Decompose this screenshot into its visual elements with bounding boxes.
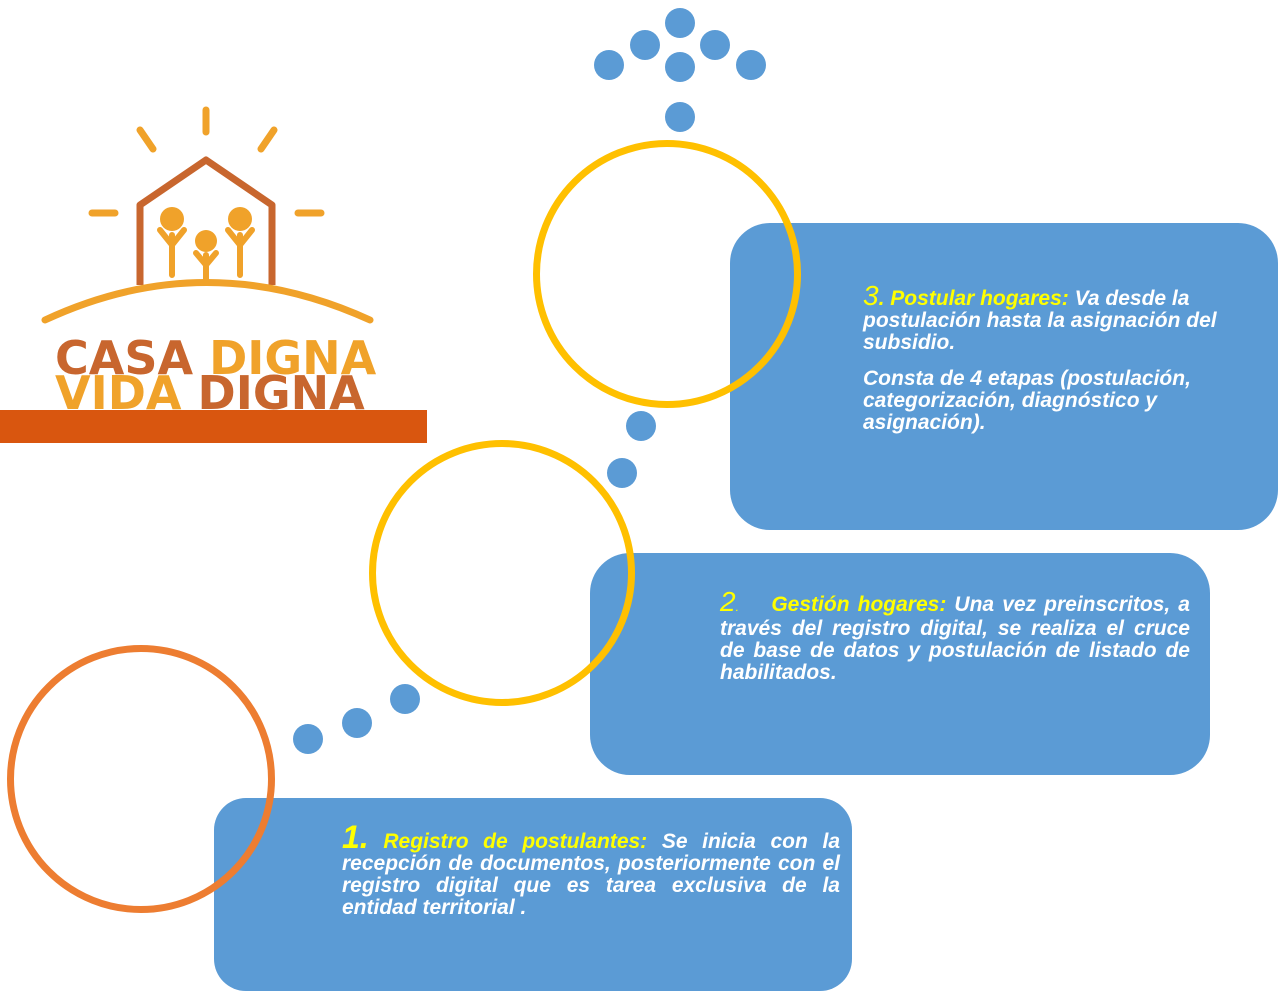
dot bbox=[607, 458, 637, 488]
dot bbox=[665, 8, 695, 38]
step-3-box: 3. Postular hogares: Va desde la postula… bbox=[730, 223, 1278, 530]
dot bbox=[342, 708, 372, 738]
logo-word-casa: CASA bbox=[55, 331, 194, 385]
logo-word-vida: VIDA bbox=[55, 366, 182, 420]
ring-step-1 bbox=[7, 645, 275, 913]
logo-word-digna-2: DIGNA bbox=[197, 366, 365, 420]
house-sun-logo-icon bbox=[41, 106, 374, 324]
step-1-title: Registro de postulantes bbox=[383, 830, 641, 853]
dot bbox=[700, 30, 730, 60]
dot bbox=[630, 30, 660, 60]
logo-word-digna-1: DIGNA bbox=[209, 331, 377, 385]
dot bbox=[626, 411, 656, 441]
ring-step-3 bbox=[533, 140, 801, 408]
step-1-number: 1. bbox=[342, 819, 369, 855]
ring-step-2 bbox=[369, 440, 635, 706]
step-2-box: 2. Gestión hogares: Una vez preinscritos… bbox=[590, 553, 1210, 775]
step-3-number: 3 bbox=[863, 280, 879, 311]
step-2-text: Una vez preinscritos, a través del regis… bbox=[720, 593, 1190, 684]
step-1-text: Se inicia con la recepción de documentos… bbox=[342, 830, 840, 919]
dot bbox=[665, 102, 695, 132]
step-2-title: Gestión hogares: bbox=[771, 593, 947, 616]
logo: CASA DIGNA VIDA DIGNA bbox=[0, 95, 430, 445]
step-3-title: . Postular hogares: bbox=[878, 287, 1069, 310]
dot bbox=[594, 50, 624, 80]
dot bbox=[736, 50, 766, 80]
step-3-text: Va desde la postulación hasta la asignac… bbox=[863, 287, 1217, 354]
logo-bar bbox=[0, 410, 427, 443]
dot bbox=[665, 52, 695, 82]
dot bbox=[390, 684, 420, 714]
step-3-text-2: Consta de 4 etapas (postulación, categor… bbox=[863, 367, 1191, 434]
step-1-box: 1. Registro de postulantes: Se inicia co… bbox=[214, 798, 852, 991]
step-2-number: 2 bbox=[720, 586, 736, 617]
dot bbox=[293, 724, 323, 754]
